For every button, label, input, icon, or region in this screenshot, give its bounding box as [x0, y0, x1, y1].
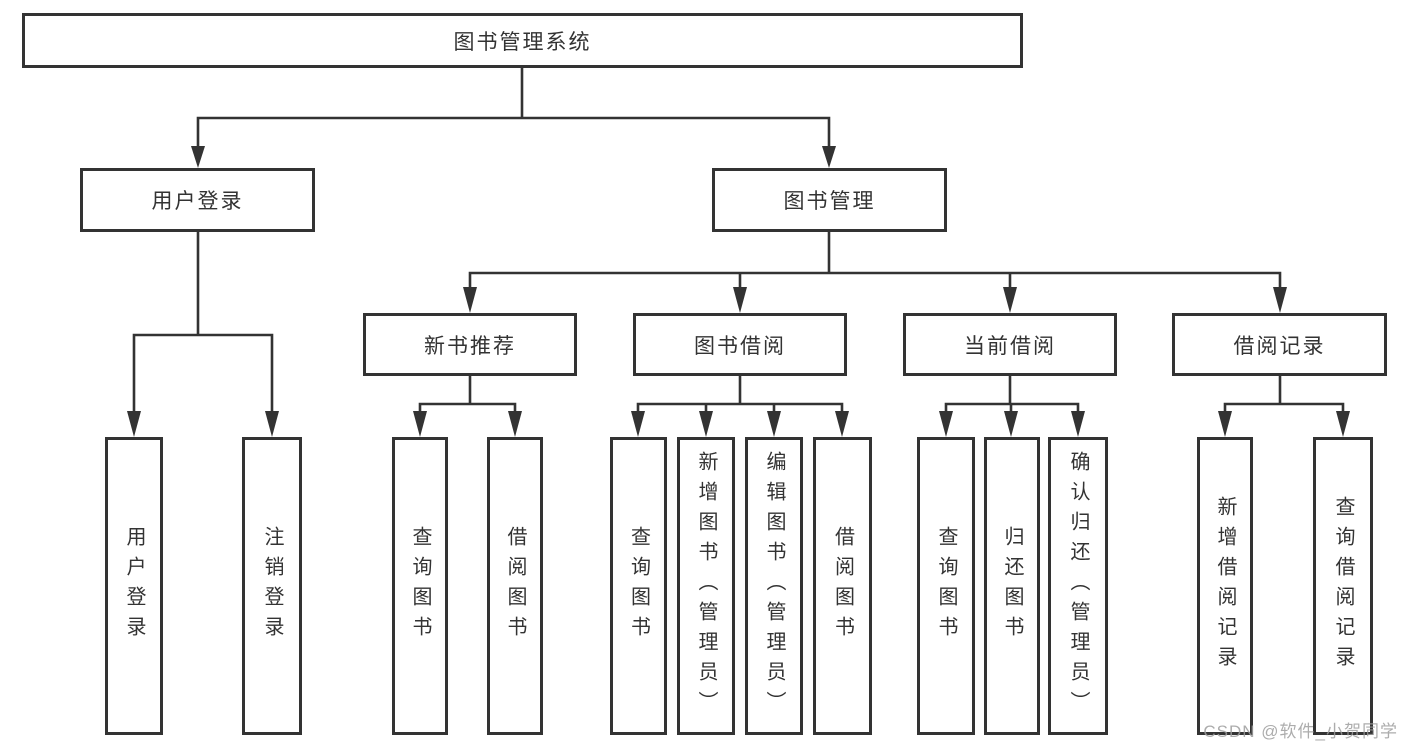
node-leaf-br-add-record-label: 新增借阅记录 — [1214, 496, 1236, 676]
node-book-borrowing: 图书借阅 — [633, 313, 847, 376]
node-new-book-recommendation: 新书推荐 — [363, 313, 577, 376]
arrowhead-down — [463, 287, 477, 313]
node-current-borrowing-label: 当前借阅 — [964, 334, 1056, 358]
connector-level3-rail — [468, 271, 1282, 291]
node-leaf-cb-return-books-label: 归还图书 — [1001, 526, 1023, 646]
arrowhead-down — [699, 411, 713, 437]
node-leaf-br-add-record: 新增借阅记录 — [1197, 437, 1253, 735]
node-leaf-nbr-query-books-label: 查询图书 — [409, 526, 431, 646]
node-leaf-cb-query-books-label: 查询图书 — [935, 526, 957, 646]
node-leaf-cb-query-books: 查询图书 — [917, 437, 975, 735]
arrowhead-down — [1218, 411, 1232, 437]
node-leaf-logout-label: 注销登录 — [261, 526, 283, 646]
node-leaf-bb-query-books: 查询图书 — [610, 437, 667, 735]
node-leaf-user-login: 用户登录 — [105, 437, 163, 735]
node-leaf-logout: 注销登录 — [242, 437, 302, 735]
arrowhead-down — [127, 411, 141, 437]
node-leaf-nbr-borrow-books-label: 借阅图书 — [504, 526, 526, 646]
node-current-borrowing: 当前借阅 — [903, 313, 1117, 376]
arrowhead-down — [191, 146, 205, 168]
node-leaf-bb-borrow-books-label: 借阅图书 — [831, 526, 854, 646]
arrowhead-down — [413, 411, 427, 437]
node-book-borrowing-label: 图书借阅 — [694, 334, 786, 358]
arrowhead-down — [835, 411, 849, 437]
node-leaf-bb-add-books-admin: 新增图书（管理员） — [677, 437, 735, 735]
node-root: 图书管理系统 — [22, 13, 1023, 68]
node-leaf-bb-query-books-label: 查询图书 — [627, 526, 650, 646]
node-user-login-label: 用户登录 — [151, 190, 244, 213]
node-leaf-bb-edit-books-admin-label: 编辑图书（管理员） — [763, 451, 785, 721]
arrowhead-down — [822, 146, 836, 168]
node-leaf-cb-confirm-return-admin: 确认归还（管理员） — [1048, 437, 1108, 735]
arrowhead-down — [1336, 411, 1350, 437]
node-book-management-label: 图书管理 — [783, 190, 876, 213]
node-leaf-br-query-record: 查询借阅记录 — [1313, 437, 1373, 735]
node-borrowing-records: 借阅记录 — [1172, 313, 1387, 376]
arrowhead-down — [939, 411, 953, 437]
node-leaf-nbr-borrow-books: 借阅图书 — [487, 437, 543, 735]
connector-borrowrecords-rail — [1223, 402, 1345, 413]
csdn-watermark: CSDN @软件_小贺同学 — [1203, 722, 1398, 741]
node-leaf-nbr-query-books: 查询图书 — [392, 437, 448, 735]
arrowhead-down — [631, 411, 645, 437]
arrowhead-down — [265, 411, 279, 437]
arrowhead-down — [508, 411, 522, 437]
arrowhead-down — [733, 287, 747, 313]
node-borrowing-records-label: 借阅记录 — [1233, 334, 1326, 358]
node-leaf-cb-return-books: 归还图书 — [984, 437, 1040, 735]
node-leaf-br-query-record-label: 查询借阅记录 — [1332, 496, 1354, 676]
connector-userlogin-rail — [132, 333, 274, 413]
connector-level2-rail — [196, 116, 831, 150]
arrowhead-down — [1071, 411, 1085, 437]
arrowhead-down — [767, 411, 781, 437]
node-leaf-bb-edit-books-admin: 编辑图书（管理员） — [745, 437, 803, 735]
node-leaf-user-login-label: 用户登录 — [123, 526, 145, 646]
node-leaf-bb-borrow-books: 借阅图书 — [813, 437, 872, 735]
arrowhead-down — [1004, 411, 1018, 437]
node-book-management: 图书管理 — [712, 168, 947, 232]
arrowhead-down — [1273, 287, 1287, 313]
connector-newbookrec-rail — [418, 402, 517, 413]
node-new-book-recommendation-label: 新书推荐 — [424, 334, 516, 358]
arrowhead-down — [1003, 287, 1017, 313]
node-user-login: 用户登录 — [80, 168, 315, 232]
connector-bookborrow-rail — [636, 402, 844, 413]
node-leaf-bb-add-books-admin-label: 新增图书（管理员） — [695, 451, 717, 721]
node-root-label: 图书管理系统 — [453, 30, 592, 54]
node-leaf-cb-confirm-return-admin-label: 确认归还（管理员） — [1067, 451, 1089, 721]
